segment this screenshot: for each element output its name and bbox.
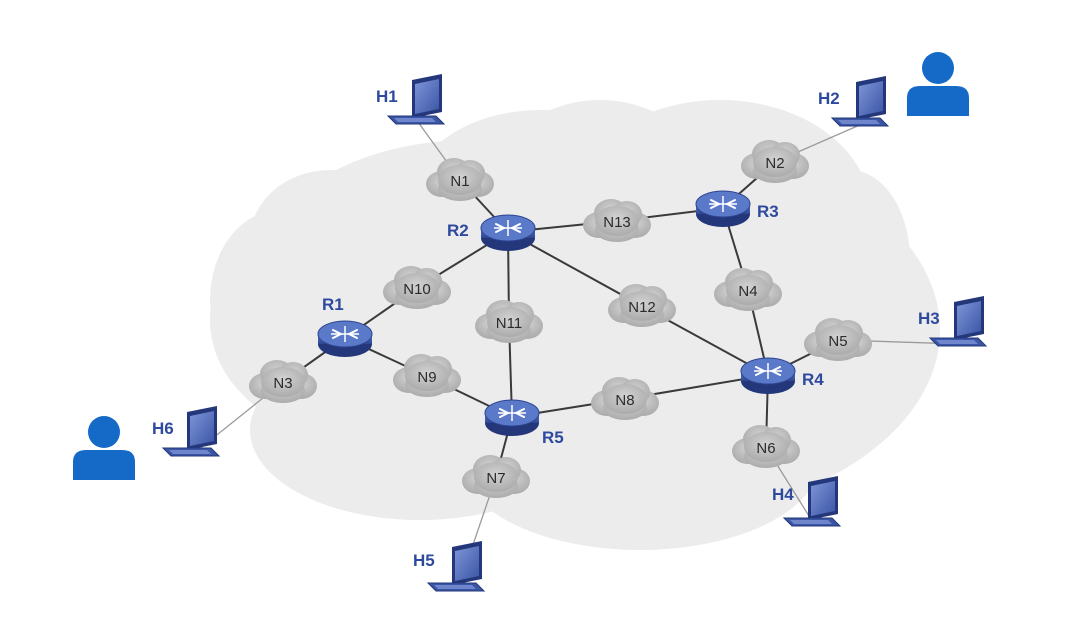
host-h4[interactable]: H4 [772,476,842,527]
user-left [73,416,135,480]
cloud-icon [804,318,872,361]
host-h2[interactable]: H2 [818,76,890,127]
cloud-puff [395,273,439,303]
laptop-icon [830,76,890,127]
cloud-puff [620,291,664,321]
host-h5[interactable]: H5 [413,541,486,592]
network-label: N6 [756,440,775,457]
user-top-right [907,52,969,116]
network-label: N12 [628,299,656,316]
network-n8[interactable]: N8 [591,377,659,420]
router-label: R5 [542,428,564,447]
cloud-puff [474,462,518,492]
network-n10[interactable]: N10 [383,266,451,309]
cloud-puff [816,325,860,355]
user-icon [907,52,969,116]
network-label: N13 [603,214,631,231]
network-n9[interactable]: N9 [393,354,461,397]
network-label: N5 [828,333,847,350]
cloud-icon [426,158,494,201]
host-label: H4 [772,485,794,504]
cloud-icon [591,377,659,420]
network-n11[interactable]: N11 [475,300,543,343]
router-r2[interactable]: R2 [447,214,536,251]
cloud-icon [249,360,317,403]
router-label: R2 [447,221,469,240]
router-label: R4 [802,370,824,389]
host-label: H3 [918,309,940,328]
cloud-icon [583,199,651,242]
router-icon [317,320,373,357]
cloud-puff [595,206,639,236]
router-icon [484,399,540,436]
network-label: N9 [417,369,436,386]
laptop-icon [386,74,446,125]
cloud-icon [393,354,461,397]
router-label: R3 [757,202,779,221]
network-label: N2 [765,155,784,172]
cloud-puff [487,307,531,337]
host-label: H5 [413,551,435,570]
host-label: H2 [818,89,840,108]
router-r3[interactable]: R3 [695,190,779,227]
laptop-icon [161,406,221,457]
host-label: H6 [152,419,174,438]
cloud-icon [383,266,451,309]
network-label: N1 [450,173,469,190]
host-h3[interactable]: H3 [918,296,988,347]
network-n5[interactable]: N5 [804,318,872,361]
router-r1[interactable]: R1 [317,295,373,357]
network-n2[interactable]: N2 [741,140,809,183]
host-h1[interactable]: H1 [376,74,446,125]
network-n12[interactable]: N12 [608,284,676,327]
laptop-icon [782,476,842,527]
router-r4[interactable]: R4 [740,357,824,394]
router-r5[interactable]: R5 [484,399,564,447]
cloud-puff [261,367,305,397]
cloud-puff [603,384,647,414]
network-label: N7 [486,470,505,487]
cloud-puff [753,147,797,177]
users-layer [73,52,969,480]
network-n1[interactable]: N1 [426,158,494,201]
router-label: R1 [322,295,344,314]
cloud-icon [462,455,530,498]
network-label: N4 [738,283,757,300]
host-h6[interactable]: H6 [152,406,221,457]
cloud-icon [714,268,782,311]
router-icon [740,357,796,394]
network-label: N8 [615,392,634,409]
network-label: N10 [403,281,431,298]
laptop-icon [928,296,988,347]
cloud-puff [744,432,788,462]
cloud-puff [438,165,482,195]
cloud-puff [405,361,449,391]
cloud-icon [741,140,809,183]
network-n7[interactable]: N7 [462,455,530,498]
host-label: H1 [376,87,398,106]
router-icon [480,214,536,251]
network-n4[interactable]: N4 [714,268,782,311]
network-n3[interactable]: N3 [249,360,317,403]
router-icon [695,190,751,227]
network-n6[interactable]: N6 [732,425,800,468]
network-label: N11 [496,315,522,332]
cloud-icon [608,284,676,327]
network-n13[interactable]: N13 [583,199,651,242]
network-label: N3 [273,375,292,392]
user-icon [73,416,135,480]
cloud-icon [732,425,800,468]
background-cloud-blob [790,170,910,350]
laptop-icon [426,541,486,592]
cloud-icon [475,300,543,343]
background-cloud-blob [510,100,690,220]
cloud-puff [726,275,770,305]
background-cloud-blob [250,170,410,310]
